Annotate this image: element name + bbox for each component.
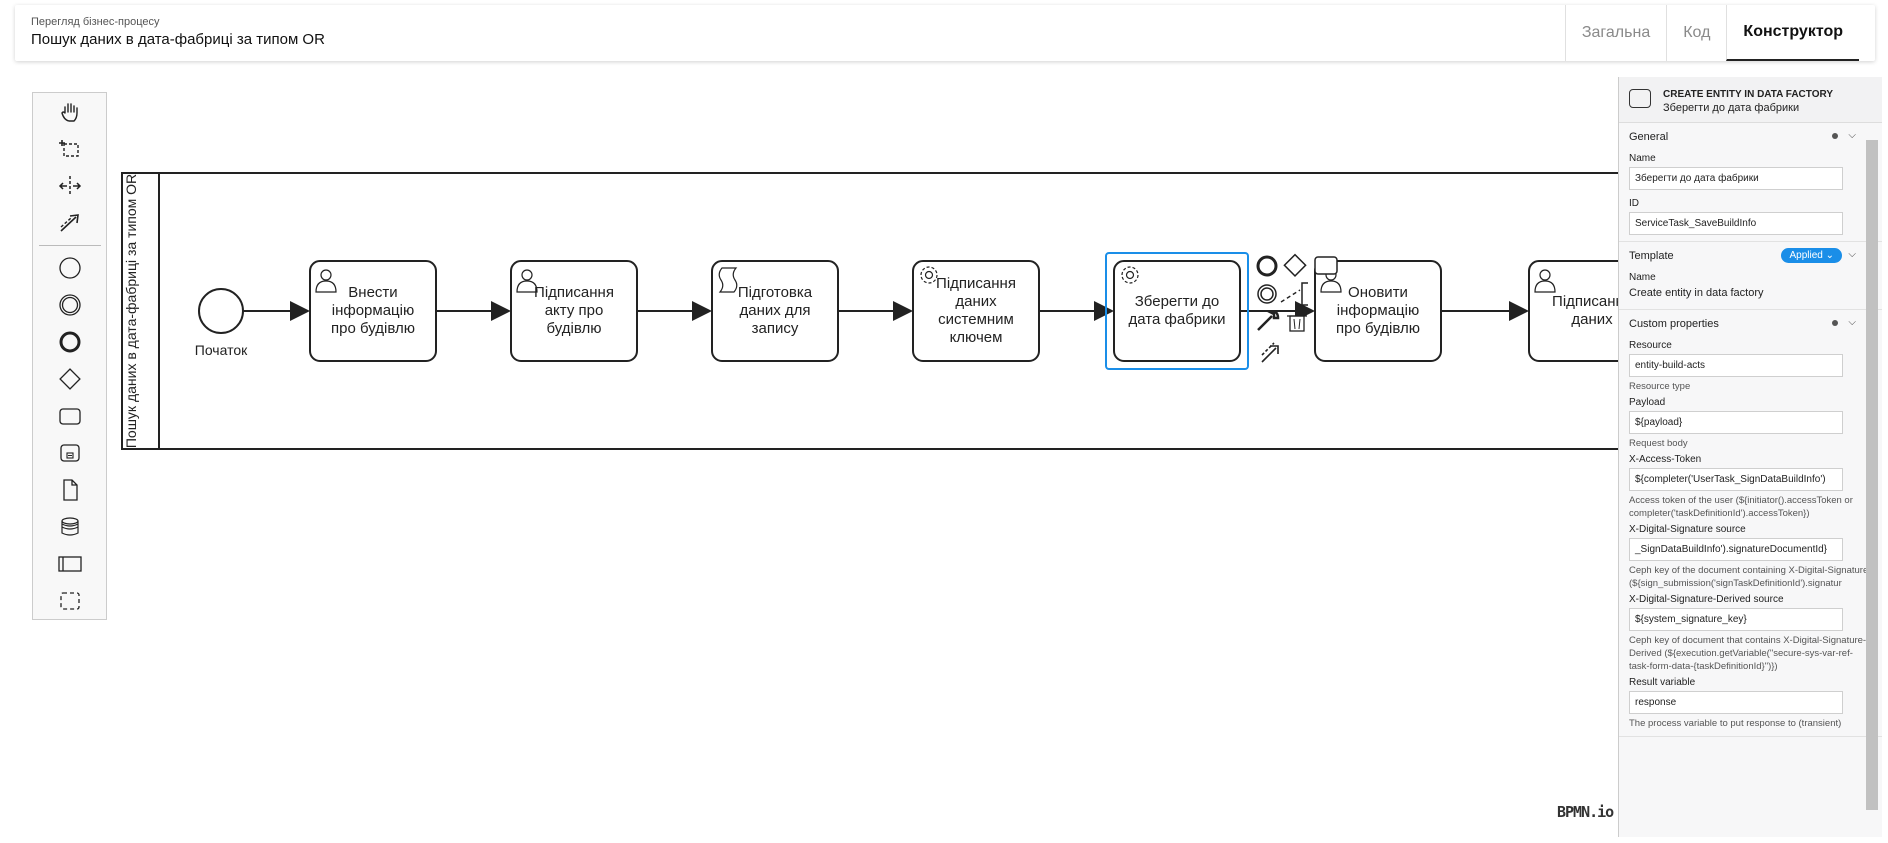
group-general: General ⌵ Name Зберегти до дата фабрики … (1619, 123, 1882, 242)
bpmn-io-logo[interactable]: BPMN.io (1557, 803, 1614, 821)
element-type: CREATE ENTITY IN DATA FACTORY (1663, 89, 1834, 100)
payload-input[interactable]: ${payload} (1629, 411, 1843, 434)
trash-icon (1287, 315, 1307, 332)
digital-signature-derived-description: Ceph key of document that contains X-Dig… (1629, 635, 1867, 672)
has-values-dot (1832, 133, 1838, 139)
chevron-down-icon[interactable]: ⌵ (1848, 130, 1856, 141)
result-variable-description: The process variable to put response to … (1629, 718, 1842, 729)
group-general-header[interactable]: General ⌵ (1629, 130, 1856, 143)
resource-label: Resource (1629, 340, 1672, 351)
global-connect-tool-icon[interactable] (33, 208, 106, 238)
result-variable-label: Result variable (1629, 677, 1696, 688)
space-tool-icon[interactable] (33, 171, 106, 201)
digital-signature-description: Ceph key of the document containing X-Di… (1629, 565, 1869, 589)
element-name: Зберегти до дата фабрики (1663, 102, 1800, 114)
properties-scrollbar[interactable] (1866, 140, 1878, 810)
chevron-down-icon[interactable]: ⌵ (1848, 317, 1856, 328)
result-variable-input[interactable]: response (1629, 691, 1843, 714)
lasso-tool-icon[interactable] (33, 134, 106, 164)
payload-description: Request body (1629, 438, 1688, 449)
append-task-icon (1314, 256, 1338, 275)
name-label: Name (1629, 153, 1656, 164)
start-event-icon[interactable] (33, 253, 106, 283)
subprocess-icon[interactable] (33, 438, 106, 468)
group-template: Template Applied ⌄ ⌵ Name Create entity … (1619, 242, 1882, 310)
digital-signature-label: X-Digital-Signature source (1629, 524, 1746, 535)
intermediate-event-icon[interactable] (33, 290, 106, 320)
has-values-dot (1832, 320, 1838, 326)
group-icon[interactable] (33, 586, 106, 616)
properties-panel: CREATE ENTITY IN DATA FACTORY Зберегти д… (1618, 77, 1882, 837)
group-template-header[interactable]: Template Applied ⌄ ⌵ (1629, 248, 1856, 263)
tab-constructor[interactable]: Конструктор (1726, 5, 1859, 61)
view-tabs: Загальна Код Конструктор (1564, 5, 1859, 61)
page-subtitle: Перегляд бізнес-процесу (31, 16, 160, 28)
service-task-icon (1629, 89, 1651, 108)
end-event-icon[interactable] (33, 327, 106, 357)
name-input[interactable]: Зберегти до дата фабрики (1629, 167, 1843, 190)
properties-header: CREATE ENTITY IN DATA FACTORY Зберегти д… (1619, 77, 1882, 123)
connect-tool-icon (1261, 345, 1279, 363)
task-icon[interactable] (33, 401, 106, 431)
chevron-down-icon[interactable]: ⌵ (1848, 249, 1856, 260)
append-text-annotation-icon (1301, 282, 1308, 306)
access-token-input[interactable]: ${completer('UserTask_SignDataBuildInfo'… (1629, 468, 1843, 491)
context-pad[interactable] (1256, 253, 1338, 363)
diagram-svg: Пошук даних в дата-фабриці за типом OR П… (121, 172, 1618, 450)
template-name-label: Name (1629, 272, 1656, 283)
tab-general[interactable]: Загальна (1564, 5, 1666, 61)
payload-label: Payload (1629, 397, 1666, 408)
digital-signature-input[interactable]: _SignDataBuildInfo').signatureDocumentId… (1629, 538, 1843, 561)
data-store-icon[interactable] (33, 512, 106, 542)
group-custom-header[interactable]: Custom properties ⌵ (1629, 317, 1856, 330)
resource-input[interactable]: entity-build-acts (1629, 354, 1843, 377)
start-event-label: Початок (195, 342, 248, 358)
pool-icon[interactable] (33, 549, 106, 579)
tab-code[interactable]: Код (1666, 5, 1726, 61)
template-name-value: Create entity in data factory (1629, 287, 1764, 299)
gateway-icon[interactable] (33, 364, 106, 394)
hand-tool-icon[interactable] (33, 97, 106, 127)
access-token-label: X-Access-Token (1629, 454, 1702, 465)
tool-palette (32, 92, 107, 620)
id-label: ID (1629, 198, 1639, 209)
append-end-event-icon (1256, 255, 1278, 277)
start-event[interactable] (198, 288, 244, 334)
applied-badge[interactable]: Applied ⌄ (1781, 248, 1842, 263)
page-title: Пошук даних в дата-фабриці за типом OR (31, 31, 325, 48)
page-header: Перегляд бізнес-процесу Пошук даних в да… (15, 5, 1875, 61)
digital-signature-derived-label: X-Digital-Signature-Derived source (1629, 594, 1784, 605)
group-custom-properties: Custom properties ⌵ Resource entity-buil… (1619, 310, 1882, 737)
bpmn-canvas[interactable]: Пошук даних в дата-фабриці за типом OR П… (0, 70, 1618, 843)
append-gateway-icon (1283, 253, 1307, 277)
access-token-description: Access token of the user (${initiator().… (1629, 495, 1856, 519)
data-object-icon[interactable] (33, 475, 106, 505)
id-input[interactable]: ServiceTask_SaveBuildInfo (1629, 212, 1843, 235)
resource-description: Resource type (1629, 381, 1691, 392)
digital-signature-derived-input[interactable]: ${system_signature_key} (1629, 608, 1843, 631)
pool-label: Пошук даних в дата-фабриці за типом OR (123, 174, 139, 448)
wrench-icon (1257, 310, 1280, 331)
